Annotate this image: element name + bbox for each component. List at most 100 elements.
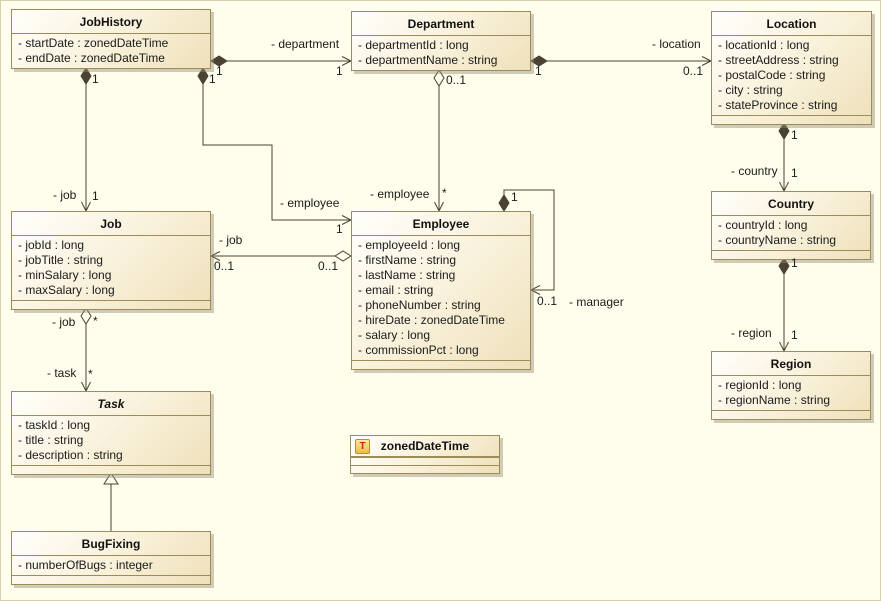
edge-label: 1 [92, 72, 99, 86]
edge-employee-manager[interactable] [498, 189, 555, 295]
class-attribute: - city : string [718, 83, 783, 97]
class-attribute: - regionName : string [718, 393, 831, 407]
edge-label: 1 [336, 222, 343, 236]
empty-compartment [352, 360, 530, 369]
edge-country-region[interactable] [778, 257, 790, 353]
class-attribute: - phoneNumber : string [358, 298, 481, 312]
class-title: BugFixing [12, 532, 210, 556]
edge-label: 1 [336, 64, 343, 78]
class-employee[interactable]: Employee- employeeId : long- firstName :… [351, 211, 531, 370]
empty-compartment [12, 465, 210, 474]
edge-label: * [442, 186, 447, 200]
edge-label: - job [219, 233, 243, 247]
edge-label: - job [53, 188, 77, 202]
composition-diamond [530, 55, 548, 67]
class-attribute: - countryName : string [718, 233, 837, 247]
edge-line[interactable] [202, 68, 351, 221]
class-name: zonedDateTime [380, 439, 470, 453]
edge-label: - location [652, 37, 701, 51]
edge-label: 1 [791, 166, 798, 180]
class-job[interactable]: Job - jobId : long- jobTitle : string- mi… [11, 211, 211, 310]
empty-compartment [712, 250, 870, 259]
edge-label: - job [52, 315, 76, 329]
edge-label: 0..1 [446, 73, 467, 87]
class-attribute: - endDate : zonedDateTime [18, 51, 165, 65]
edge-label: 1 [92, 189, 99, 203]
edge-label: 0..1 [537, 294, 558, 308]
empty-compartment [351, 457, 499, 465]
edge-label: - department [271, 37, 340, 51]
class-jobhistory[interactable]: JobHistory- startDate : zonedDateTime- e… [11, 9, 211, 69]
class-title: Employee [352, 212, 530, 236]
class-attribute: - description : string [18, 448, 123, 462]
class-name: JobHistory [79, 15, 143, 29]
class-attributes: - taskId : long- title : string- descrip… [12, 416, 210, 465]
class-title: Job [12, 212, 210, 236]
datatype-icon: T [355, 439, 370, 454]
edge-department-location[interactable] [530, 55, 713, 67]
edge-job-task[interactable] [80, 307, 92, 393]
class-attributes: - jobId : long- jobTitle : string- minSa… [12, 236, 210, 300]
edge-label: 0..1 [318, 259, 339, 273]
class-title: JobHistory [12, 10, 210, 34]
empty-compartment [712, 115, 871, 124]
empty-compartment [12, 300, 210, 309]
edge-label: 0..1 [683, 64, 704, 78]
class-attribute: - salary : long [358, 328, 431, 342]
class-title: Location [712, 12, 871, 36]
composition-diamond [197, 67, 209, 85]
edge-location-country[interactable] [778, 122, 790, 193]
edge-label: * [88, 367, 93, 381]
edge-label: 1 [216, 64, 223, 78]
class-attribute: - departmentId : long [358, 38, 469, 52]
edge-jobhistory-department[interactable] [210, 55, 353, 67]
empty-compartment [12, 575, 210, 584]
class-task[interactable]: Task- taskId : long- title : string- des… [11, 391, 211, 475]
aggregation-diamond [334, 250, 352, 262]
class-name: Job [100, 217, 122, 231]
class-attribute: - title : string [18, 433, 84, 447]
edge-label: - employee [370, 187, 430, 201]
composition-diamond [498, 194, 510, 212]
generalization-triangle [103, 472, 119, 485]
edge-label: - task [47, 366, 77, 380]
class-attribute: - hireDate : zonedDateTime [358, 313, 505, 327]
class-attributes: - numberOfBugs : integer [12, 556, 210, 575]
class-attribute: - departmentName : string [358, 53, 498, 67]
edge-label: 1 [511, 190, 518, 204]
class-attribute: - streetAddress : string [718, 53, 839, 67]
class-region[interactable]: Region - regionId : long- regionName : st… [711, 351, 871, 420]
class-name: Location [766, 17, 817, 31]
class-attribute: - taskId : long [18, 418, 91, 432]
class-attributes: - departmentId : long- departmentName : … [352, 36, 530, 70]
class-attributes: - regionId : long- regionName : string [712, 376, 870, 410]
class-attribute: - countryId : long [718, 218, 808, 232]
edge-label: 1 [209, 72, 216, 86]
composition-diamond [80, 67, 92, 85]
class-attribute: - numberOfBugs : integer [18, 558, 153, 572]
class-attribute: - regionId : long [718, 378, 802, 392]
edge-label: 1 [791, 256, 798, 270]
class-country[interactable]: Country- countryId : long- countryName :… [711, 191, 871, 260]
class-attribute: - commissionPct : long [358, 343, 479, 357]
class-bugfixing[interactable]: BugFixing - numberOfBugs : integer [11, 531, 211, 585]
edge-label: 1 [535, 64, 542, 78]
class-attribute: - postalCode : string [718, 68, 826, 82]
edge-employee-job[interactable] [209, 250, 352, 262]
class-name: Region [770, 357, 812, 371]
edge-jobhistory-job[interactable] [80, 67, 92, 213]
edge-bugfixing-task[interactable] [103, 472, 119, 531]
class-location[interactable]: Location- locationId : long- streetAddre… [711, 11, 872, 125]
edge-label: 1 [791, 328, 798, 342]
edge-label: 0..1 [214, 259, 235, 273]
edge-label: - manager [569, 295, 624, 309]
class-department[interactable]: Department- departmentId : long- departm… [351, 11, 531, 71]
class-attribute: - jobTitle : string [18, 253, 103, 267]
edge-label: 1 [791, 128, 798, 142]
class-title: Department [352, 12, 530, 36]
class-attribute: - jobId : long [18, 238, 85, 252]
class-attributes: - countryId : long- countryName : string [712, 216, 870, 250]
aggregation-diamond [433, 69, 445, 87]
